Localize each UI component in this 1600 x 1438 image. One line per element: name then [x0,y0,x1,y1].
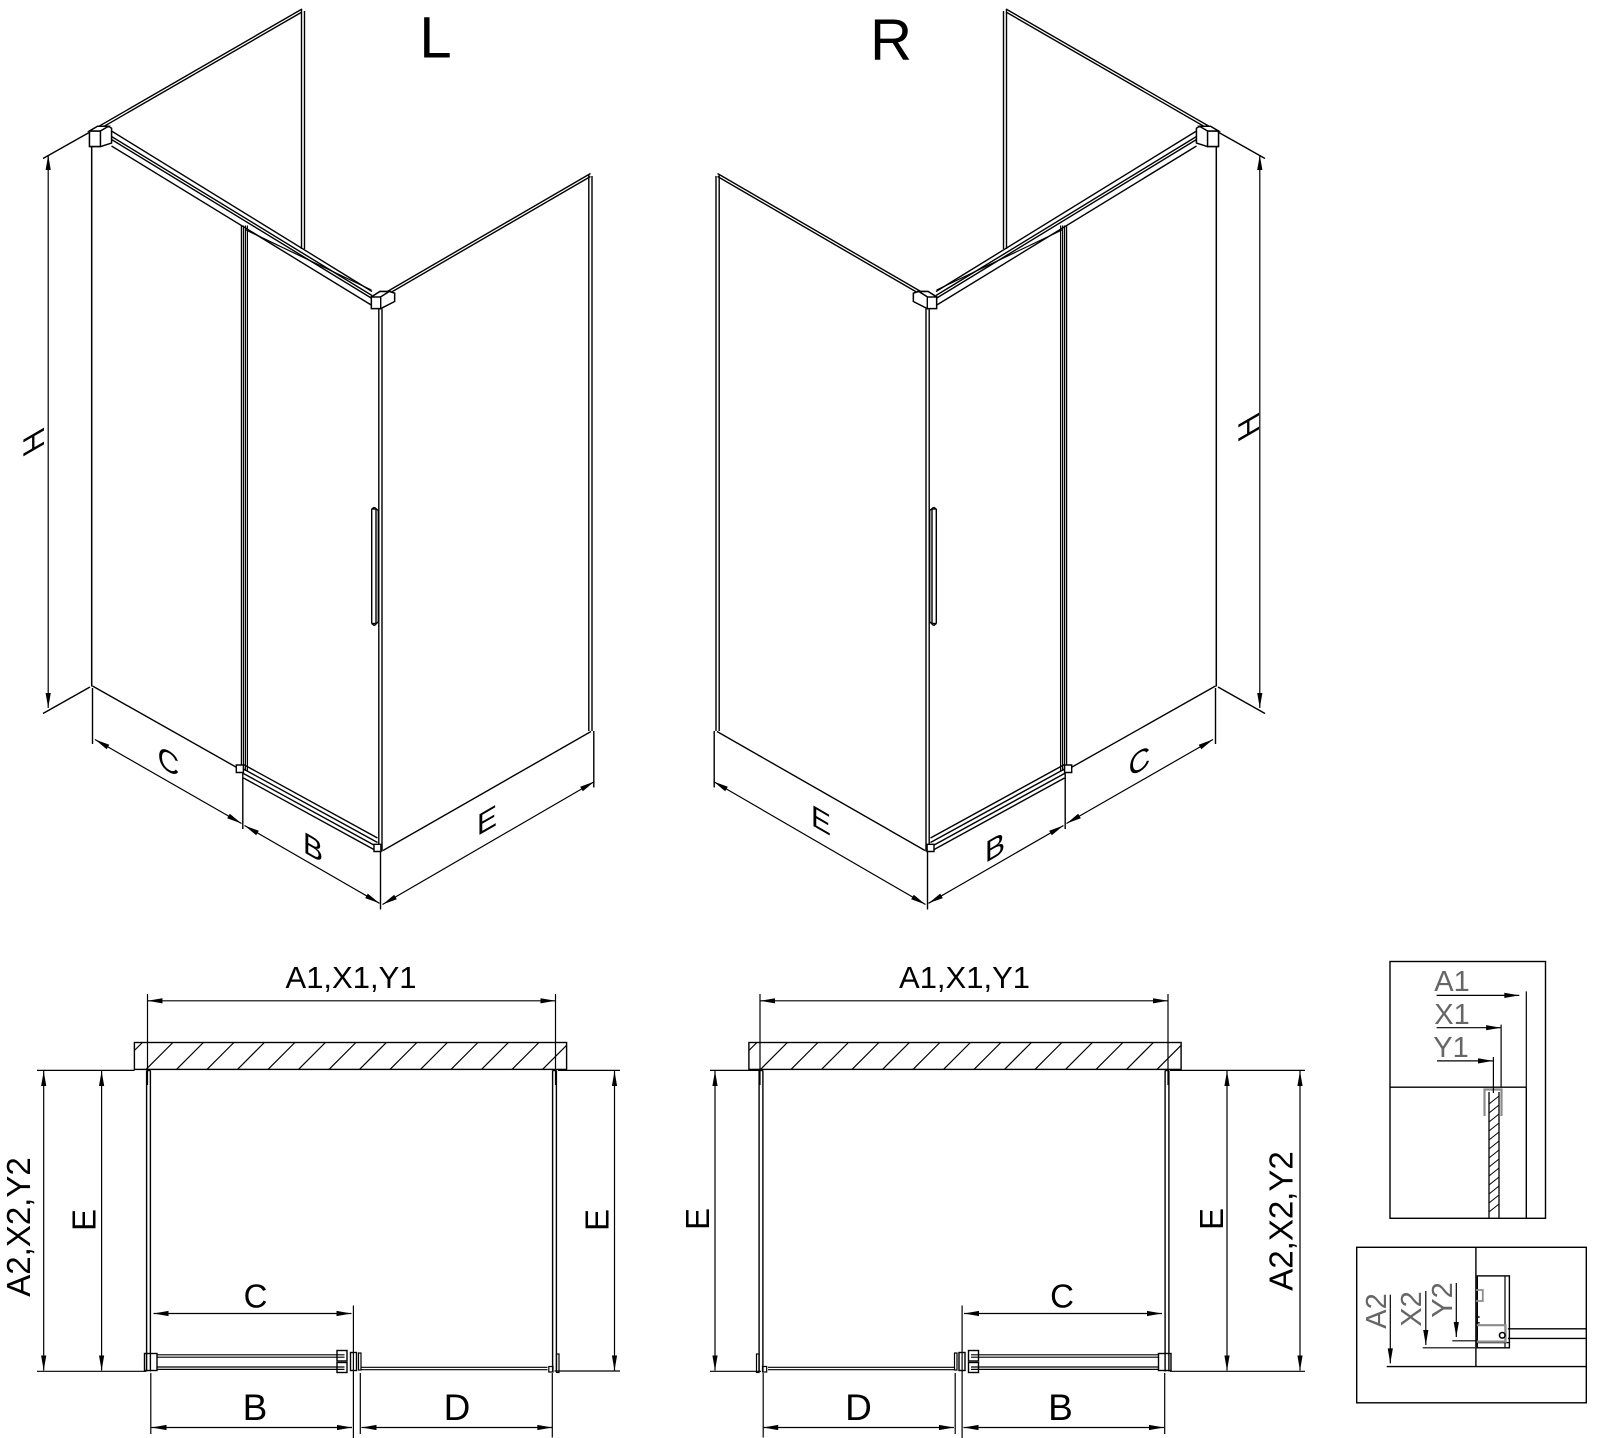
svg-text:D: D [444,1387,471,1428]
svg-text:E: E [477,798,497,843]
svg-text:R: R [870,7,912,72]
svg-text:X2: X2 [1396,1291,1428,1326]
svg-text:X1: X1 [1434,999,1469,1031]
svg-text:E: E [66,1209,103,1231]
svg-text:E: E [811,798,831,843]
svg-text:C: C [1129,738,1151,784]
svg-text:E: E [1193,1208,1230,1230]
svg-text:A2,X2,Y2: A2,X2,Y2 [1263,1151,1300,1290]
svg-text:A2,X2,Y2: A2,X2,Y2 [0,1157,37,1296]
svg-text:A1: A1 [1434,966,1469,998]
svg-text:C: C [1050,1278,1074,1315]
svg-text:Y2: Y2 [1427,1282,1459,1317]
svg-text:B: B [303,825,323,870]
svg-text:B: B [985,825,1005,870]
svg-text:E: E [679,1208,716,1230]
svg-text:A1,X1,Y1: A1,X1,Y1 [899,960,1030,995]
svg-text:L: L [419,5,451,70]
svg-text:Y1: Y1 [1433,1032,1468,1064]
svg-text:A1,X1,Y1: A1,X1,Y1 [286,960,417,995]
svg-text:D: D [845,1387,872,1428]
svg-text:A2: A2 [1361,1293,1393,1328]
svg-text:E: E [579,1209,616,1231]
svg-text:B: B [1048,1387,1073,1428]
svg-text:C: C [244,1278,268,1315]
svg-text:B: B [243,1387,268,1428]
svg-text:C: C [158,738,180,784]
